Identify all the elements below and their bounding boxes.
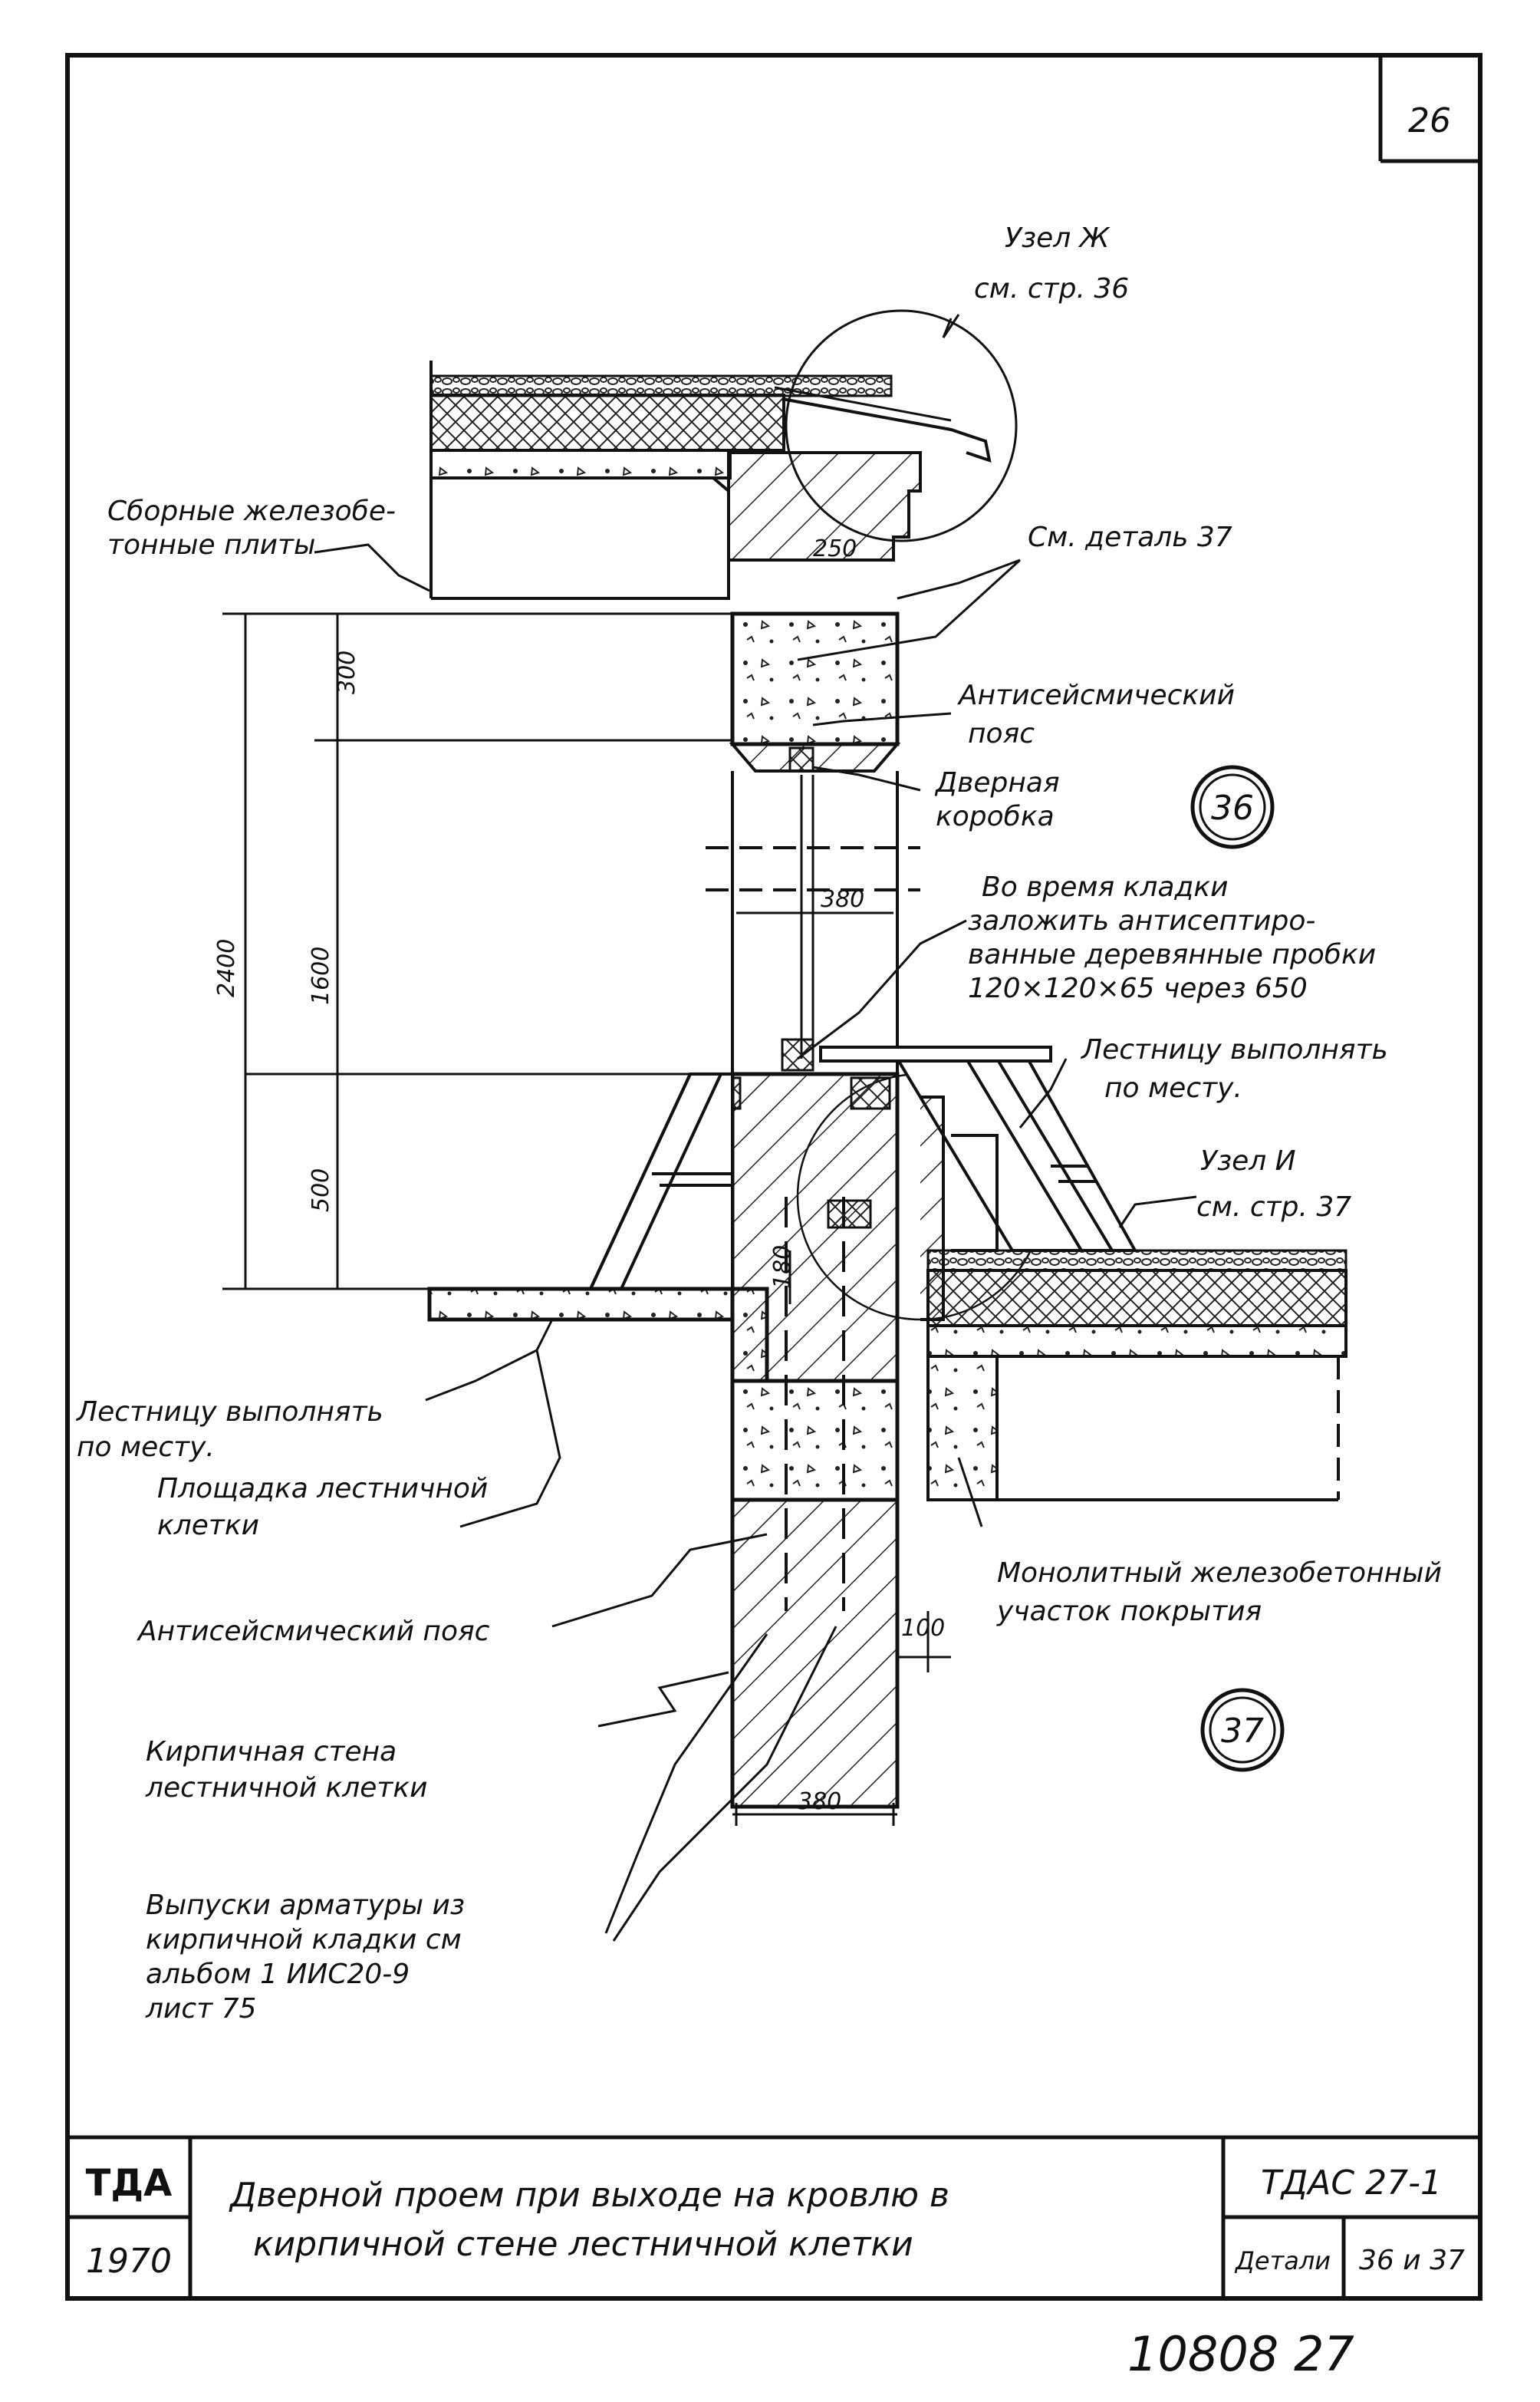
label-brick-wall-2: лестничной клетки	[145, 1772, 428, 1804]
label-monolithic-1: Монолитный железобетонный	[997, 1557, 1442, 1589]
label-node-zh-1: Узел Ж	[1005, 222, 1111, 254]
title-year: 1970	[86, 2242, 172, 2281]
title-org: ТДА	[86, 2162, 173, 2205]
dim-300: 300	[334, 651, 360, 694]
detail-marker-36: 36	[1190, 765, 1275, 849]
label-stairs-right-1: Лестницу выполнять	[1080, 1034, 1388, 1066]
door-opening	[706, 771, 920, 1074]
label-node-zh-2: см. стр. 36	[974, 273, 1129, 305]
dimension-lines	[222, 612, 951, 1826]
label-rebar-2: кирпичной кладки см	[146, 1924, 462, 1956]
label-landing-2: клетки	[157, 1510, 259, 1541]
label-plugs-2: заложить антисептиро-	[968, 905, 1315, 937]
title-block	[67, 2135, 1480, 2298]
title-line-2: кирпичной стене лестничной клетки	[253, 2225, 913, 2264]
label-antiseismic-1: Антисейсмический	[957, 680, 1235, 711]
dim-500: 500	[308, 1168, 334, 1212]
sheet-frame	[65, 53, 1482, 2301]
label-antiseismic-2: пояс	[968, 718, 1035, 750]
page-number: 26	[1408, 101, 1451, 140]
dim-380-top: 380	[821, 886, 864, 913]
label-brick-wall-1: Кирпичная стена	[146, 1736, 397, 1768]
detail-marker-37: 37	[1200, 1688, 1285, 1772]
label-plugs-3: ванные деревянные пробки	[968, 939, 1376, 970]
label-door-frame-2: коробка	[936, 801, 1055, 832]
label-monolithic-2: участок покрытия	[996, 1596, 1262, 1627]
label-stairs-left-1: Лестницу выполнять	[75, 1396, 383, 1428]
label-plugs-4: 120×120×65 через 650	[968, 973, 1308, 1004]
label-node-i-2: см. стр. 37	[1196, 1191, 1351, 1223]
dim-1600: 1600	[308, 947, 334, 1005]
label-door-frame-1: Дверная	[934, 767, 1060, 799]
brick-wall	[700, 1038, 900, 1809]
svg-text:36: 36	[1211, 789, 1254, 828]
stair-left	[587, 1072, 734, 1290]
bottom-stamp: 10808 27	[1127, 2326, 1354, 2382]
dim-180: 180	[769, 1245, 796, 1289]
label-see-detail-37: См. деталь 37	[1028, 522, 1232, 553]
roof-right	[920, 1096, 1348, 1501]
label-precast-1: Сборные железобе-	[107, 496, 396, 527]
dim-250: 250	[813, 535, 857, 562]
svg-text:37: 37	[1221, 1712, 1264, 1751]
label-rebar-3: альбом 1 ИИС20-9	[146, 1959, 410, 1990]
label-plugs-1: Во время кладки	[982, 872, 1229, 903]
landing-slab	[427, 1287, 769, 1383]
label-stairs-right-2: по месту.	[1104, 1072, 1242, 1104]
label-antiseismic-belt: Антисейсмический пояс	[137, 1616, 490, 1647]
label-landing-1: Площадка лестничной	[157, 1473, 488, 1504]
label-rebar-1: Выпуски арматуры из	[146, 1890, 465, 1921]
leader-lines	[314, 314, 1197, 1942]
title-details-label: Детали	[1234, 2246, 1331, 2275]
dim-380-bottom: 380	[798, 1788, 841, 1815]
title-line-1: Дверной проем при выходе на кровлю в	[229, 2176, 949, 2215]
dim-2400: 2400	[213, 939, 240, 997]
title-series: ТДАС 27-1	[1261, 2163, 1442, 2203]
label-rebar-4: лист 75	[145, 1993, 256, 2025]
title-details-value: 36 и 37	[1359, 2245, 1465, 2276]
roof-upper	[429, 361, 992, 600]
lintel-block	[727, 451, 922, 1059]
label-precast-2: тонные плиты	[107, 529, 315, 561]
label-stairs-left-2: по месту.	[77, 1432, 215, 1463]
label-node-i-1: Узел И	[1200, 1145, 1296, 1177]
node-zh-circle	[785, 309, 1018, 542]
dim-100: 100	[901, 1615, 945, 1642]
